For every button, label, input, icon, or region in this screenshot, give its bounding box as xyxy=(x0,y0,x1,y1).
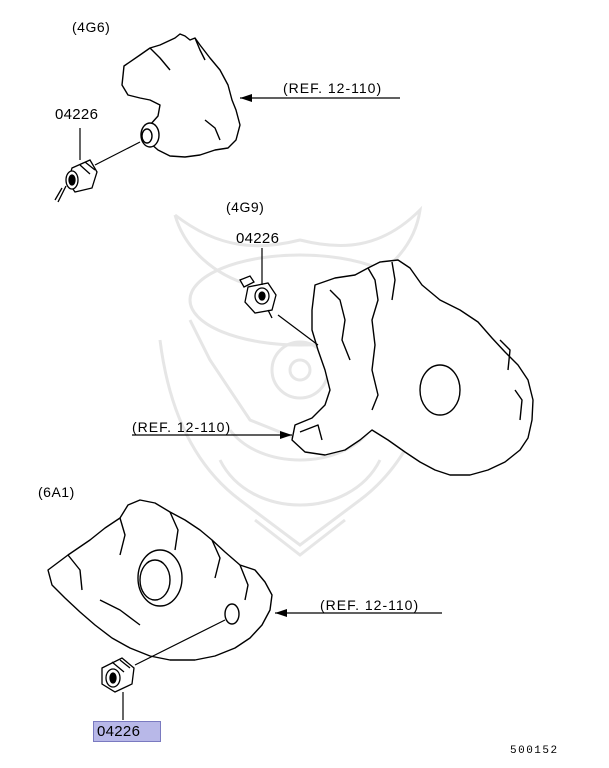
group-label-4g6: (4G6) xyxy=(72,19,111,35)
knock-sensor-6a1 xyxy=(101,657,135,693)
knock-sensor-4g6 xyxy=(54,159,98,203)
part-number-4g6[interactable]: 04226 xyxy=(55,106,99,123)
ref-label-4g9[interactable]: (REF. 12-110) xyxy=(132,419,232,435)
leader-4g9-sensor xyxy=(277,314,319,346)
engine-block-4g6 xyxy=(121,33,241,158)
engine-block-6a1 xyxy=(47,499,273,661)
part-number-6a1-highlighted[interactable]: 04226 xyxy=(93,721,162,742)
group-label-4g9: (4G9) xyxy=(226,199,265,215)
engine-block-4g9 xyxy=(291,259,534,476)
ref-label-4g6[interactable]: (REF. 12-110) xyxy=(283,80,383,96)
leader-6a1-sensor xyxy=(134,619,226,666)
arrow-6a1-ref xyxy=(275,609,287,617)
drawing-code: 500152 xyxy=(510,745,559,757)
arrow-4g9-ref xyxy=(280,431,292,439)
leader-4g6-sensor xyxy=(94,141,141,166)
ref-label-6a1[interactable]: (REF. 12-110) xyxy=(320,597,420,613)
knock-sensor-4g9 xyxy=(239,275,277,319)
part-number-4g9[interactable]: 04226 xyxy=(236,230,280,247)
arrow-4g6-ref xyxy=(240,94,252,102)
group-label-6a1: (6A1) xyxy=(38,484,75,500)
